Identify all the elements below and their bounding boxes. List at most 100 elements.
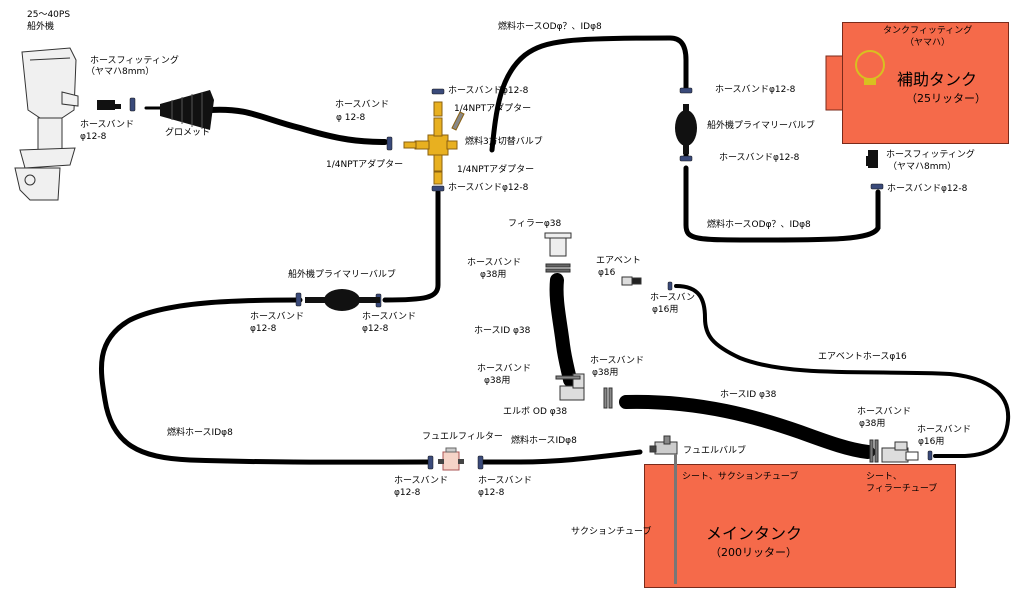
band-pl2-sub: φ12-8 bbox=[362, 324, 389, 334]
band-f2-icon bbox=[477, 455, 484, 470]
aux-tank-sub: （25リッター） bbox=[906, 92, 986, 105]
tank-fitting-top-sub: （ヤマハ） bbox=[905, 38, 951, 48]
band-pl1-label: ホースバンド bbox=[250, 312, 305, 322]
tank-fitting-icon bbox=[855, 50, 885, 85]
hose-fitting-right-label: ホースフィッティング bbox=[886, 150, 975, 160]
hose-fitting-left-label: ホースフィッティング bbox=[90, 56, 179, 66]
hose-id38-long-label: ホースID φ38 bbox=[720, 390, 777, 400]
hose-top bbox=[489, 35, 689, 153]
grommet-icon bbox=[160, 90, 214, 130]
band-pl1-sub: φ12-8 bbox=[250, 324, 277, 334]
npt-adapter-bottom-label: 1/4NPTアダプター bbox=[457, 165, 535, 175]
suction-tube-line bbox=[674, 454, 677, 584]
seat-filler-sub: フィラーチューブ bbox=[866, 484, 938, 494]
band-38b-sub: φ38用 bbox=[484, 376, 511, 386]
hose-filter-bottom bbox=[479, 449, 643, 465]
main-tank bbox=[644, 464, 956, 588]
band-primer-bottom-label: ホースバンドφ12-8 bbox=[719, 153, 800, 163]
engine-spec: 25〜40PS bbox=[27, 10, 71, 20]
three-way-valve-icon bbox=[403, 101, 465, 185]
band-pl2-label: ホースバンド bbox=[362, 312, 417, 322]
band-38c-sub: φ38用 bbox=[592, 368, 619, 378]
band-38a-sub: φ38用 bbox=[480, 270, 507, 280]
npt-adapter-left-label: 1/4NPTアダプター bbox=[326, 160, 404, 170]
band-16a-sub: φ16用 bbox=[652, 305, 679, 315]
air-vent-icon bbox=[621, 276, 642, 286]
band-right-tank-icon bbox=[870, 183, 884, 190]
outboard-engine bbox=[14, 47, 79, 201]
band-16a-label: ホースバン bbox=[650, 293, 696, 303]
hose-left-label: 燃料ホースIDφ8 bbox=[167, 428, 233, 438]
hose-id38-label: ホースID φ38 bbox=[474, 326, 531, 336]
band-left-icon bbox=[129, 97, 136, 112]
main-tank-title: メインタンク bbox=[706, 524, 803, 543]
band-f1-sub: φ12-8 bbox=[394, 488, 421, 498]
band-38d-sub: φ38用 bbox=[859, 419, 886, 429]
band-mid-label: ホースバンド bbox=[335, 100, 390, 110]
hose-bottom-label: 燃料ホースIDφ8 bbox=[511, 436, 577, 446]
band-mid-sub: φ 12-8 bbox=[336, 113, 366, 123]
hose-primer-left bbox=[98, 297, 431, 465]
band-valve-top-icon bbox=[431, 88, 445, 95]
hose-fitting-right-sub: （ヤマハ8mm） bbox=[888, 162, 957, 172]
hose-fitting-right-icon bbox=[866, 150, 878, 168]
hose-fitting-left-sub: （ヤマハ8mm） bbox=[86, 67, 155, 77]
primer-left-label: 船外機プライマリーバルブ bbox=[288, 270, 396, 280]
band-valve-bottom-icon bbox=[431, 185, 445, 192]
band-valve-bottom-label: ホースバンドφ12-8 bbox=[448, 183, 529, 193]
band-f2-sub: φ12-8 bbox=[478, 488, 505, 498]
band-primer-bottom-icon bbox=[679, 155, 693, 162]
suction-tube-label: サクションチューブ bbox=[571, 527, 652, 537]
air-vent-hose-label: エアベントホースφ16 bbox=[818, 352, 907, 362]
band-f1-icon bbox=[427, 455, 434, 470]
band-38d-label: ホースバンド bbox=[857, 407, 912, 417]
aux-tank-handle bbox=[825, 55, 842, 111]
band-38c-label: ホースバンド bbox=[590, 356, 645, 366]
band-38b-label: ホースバンド bbox=[477, 364, 532, 374]
elbow-label: エルボ OD φ38 bbox=[503, 407, 568, 417]
filler-label: フィラーφ38 bbox=[508, 219, 562, 229]
band-left-label: ホースバンド bbox=[80, 120, 135, 130]
elbow-icon bbox=[555, 373, 613, 409]
band-valve-top-label: ホースバンドφ12-8 bbox=[448, 86, 529, 96]
air-vent-sub: φ16 bbox=[598, 268, 616, 278]
hose-right bbox=[683, 165, 881, 243]
tank-fitting-top-label: タンクフィッティング bbox=[883, 26, 973, 36]
filler-icon bbox=[544, 232, 572, 273]
seat-filler-label: シート、 bbox=[866, 472, 902, 482]
fuel-valve-label: フュエルバルブ bbox=[683, 446, 747, 456]
band-16b-sub: φ16用 bbox=[918, 437, 945, 447]
hose-fill-38 bbox=[549, 273, 577, 387]
band-16b-label: ホースバンド bbox=[917, 425, 972, 435]
band-mid-icon bbox=[386, 136, 393, 151]
band-f2-label: ホースバンド bbox=[478, 476, 533, 486]
filter-label: フュエルフィルター bbox=[422, 432, 503, 442]
hose-air-vent bbox=[674, 284, 1011, 458]
band-16b-icon bbox=[927, 450, 933, 461]
band-pl1-icon bbox=[295, 292, 302, 307]
primer-bulb-left-icon bbox=[305, 289, 380, 311]
primer-right-label: 船外機プライマリーバルブ bbox=[707, 121, 815, 131]
hose-to-valve bbox=[207, 106, 388, 145]
hose-valve-down bbox=[382, 189, 441, 303]
three-way-valve-label: 燃料3方切替バルブ bbox=[465, 137, 543, 147]
band-icons bbox=[129, 87, 933, 470]
seat-filler-icon bbox=[869, 439, 919, 463]
fuel-valve-icon bbox=[649, 435, 678, 455]
band-primer-top-icon bbox=[679, 87, 693, 94]
air-vent-label: エアベント bbox=[596, 256, 641, 266]
engine-name: 船外機 bbox=[27, 22, 55, 32]
hose-right-label: 燃料ホースODφ？、IDφ8 bbox=[707, 220, 811, 230]
band-left-sub: φ12-8 bbox=[80, 132, 107, 142]
grommet-label: グロメット bbox=[165, 128, 211, 138]
hose-fitting-left-icon bbox=[97, 100, 121, 110]
main-tank-sub: （200リッター） bbox=[710, 546, 797, 559]
band-16a-icon bbox=[667, 281, 673, 291]
npt-adapter-top-label: 1/4NPTアダプター bbox=[454, 104, 532, 114]
fuel-filter-icon bbox=[438, 447, 464, 471]
primer-bulb-right-icon bbox=[675, 104, 697, 154]
band-38a-label: ホースバンド bbox=[467, 258, 522, 268]
band-f1-label: ホースバンド bbox=[394, 476, 449, 486]
band-right-tank-label: ホースバンドφ12-8 bbox=[887, 184, 968, 194]
